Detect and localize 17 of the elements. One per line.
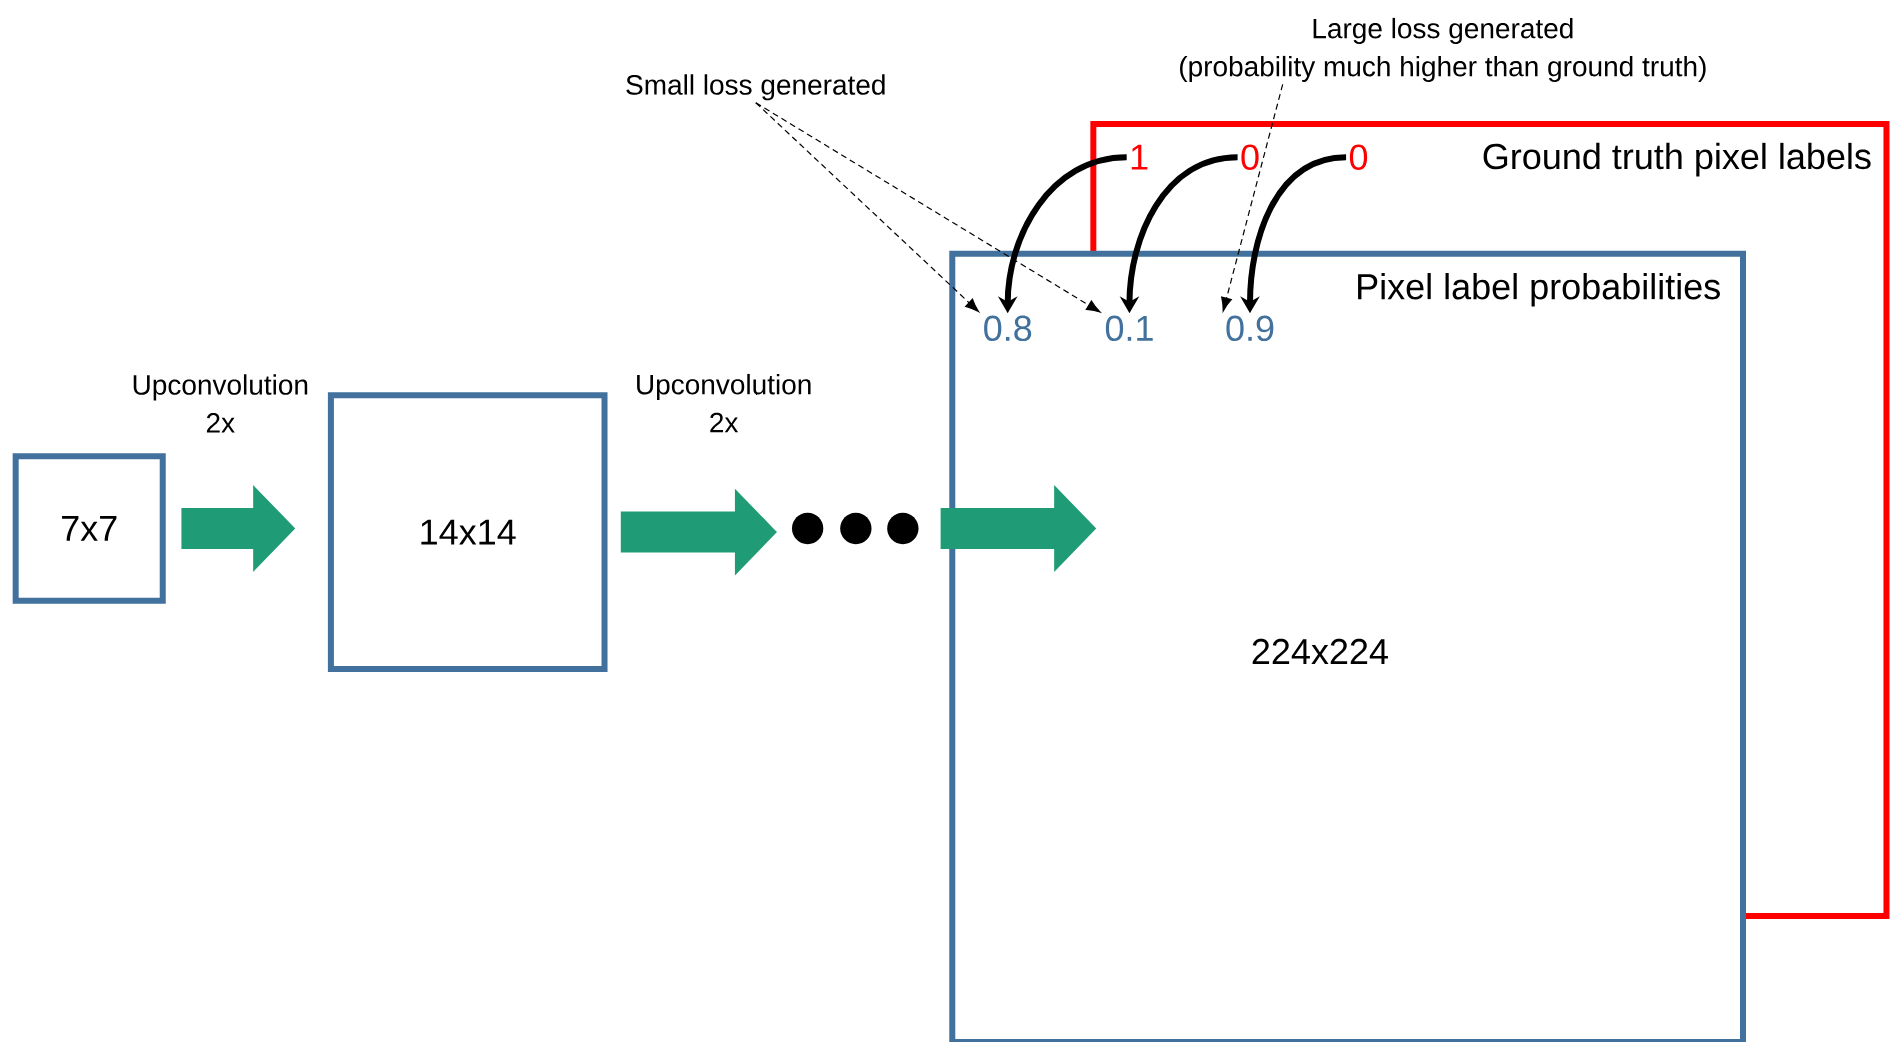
value-label: 0.8 [984, 315, 1032, 342]
value-label: 1 [1131, 144, 1148, 170]
layer-box: 14x14 [327, 392, 608, 672]
annotation-text: Large loss generated (probability much higher than ground truth) [1180, 17, 1706, 82]
leader-line [755, 102, 1101, 313]
value-label: 0 [1241, 144, 1259, 170]
leader-line [1221, 83, 1284, 312]
edge-label: Upconvolution 2x [133, 374, 308, 433]
annotation-text: Small loss generated [626, 74, 885, 101]
value-label: 0.1 [1105, 315, 1153, 342]
value-label: 0 [1349, 144, 1368, 170]
layer-box: 7x7 [12, 453, 166, 604]
dot [887, 512, 919, 545]
dot [840, 512, 872, 545]
value-label: 0.9 [1226, 315, 1274, 342]
edge-label: Upconvolution 2x [637, 373, 811, 433]
dot [791, 512, 824, 545]
